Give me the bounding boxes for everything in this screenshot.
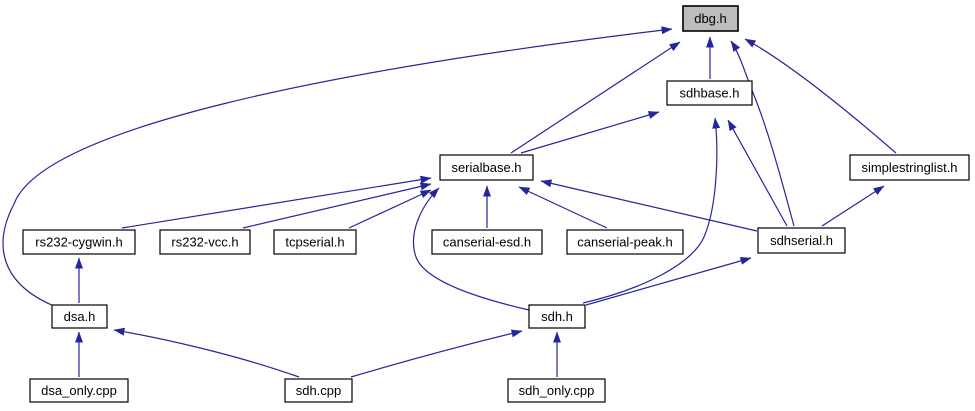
edge-canserialpeak-to-serialbase bbox=[518, 186, 608, 229]
node-label-sdhserial: sdhserial.h bbox=[770, 233, 833, 248]
node-box-dsa[interactable] bbox=[51, 304, 108, 329]
node-box-sdhserial[interactable] bbox=[757, 227, 846, 254]
edge-simplestringlist-to-dbg bbox=[744, 38, 897, 154]
edge-sdh-to-sdhserial bbox=[585, 257, 752, 306]
node-sdhonly[interactable]: sdh_only.cpp bbox=[507, 378, 606, 403]
edge-sdhserial-to-serialbase bbox=[540, 179, 758, 232]
node-label-dbg: dbg.h bbox=[694, 11, 727, 26]
node-dbg: dbg.h bbox=[682, 5, 739, 32]
node-canserialpeak[interactable]: canserial-peak.h bbox=[566, 229, 684, 255]
nodes-layer: dbg.h sdhbase.h serialbase.h simplestringli… bbox=[22, 5, 970, 403]
node-box-dsaonly[interactable] bbox=[29, 378, 129, 403]
node-sdhcpp[interactable]: sdh.cpp bbox=[284, 378, 353, 403]
edge-sdhcpp-to-sdh bbox=[350, 329, 523, 378]
node-serialbase[interactable]: serialbase.h bbox=[439, 154, 534, 181]
node-box-simplestringlist[interactable] bbox=[849, 154, 970, 181]
node-label-rs232cygwin: rs232-cygwin.h bbox=[35, 235, 122, 250]
node-label-canserialpeak: canserial-peak.h bbox=[577, 235, 672, 250]
node-box-sdh[interactable] bbox=[528, 304, 586, 329]
node-label-sdhonly: sdh_only.cpp bbox=[519, 383, 595, 398]
node-label-serialbase: serialbase.h bbox=[451, 160, 521, 175]
node-sdh[interactable]: sdh.h bbox=[528, 304, 586, 329]
node-box-canserialesd[interactable] bbox=[431, 229, 543, 255]
node-label-sdhbase: sdhbase.h bbox=[680, 86, 740, 101]
node-canserialesd[interactable]: canserial-esd.h bbox=[431, 229, 543, 255]
node-label-simplestringlist: simplestringlist.h bbox=[861, 160, 957, 175]
node-dsaonly[interactable]: dsa_only.cpp bbox=[29, 378, 129, 403]
node-box-sdhonly[interactable] bbox=[507, 378, 606, 403]
edge-sdhcpp-to-dsa bbox=[113, 327, 300, 378]
edge-sdhserial-to-sdhbase bbox=[727, 119, 788, 227]
node-dsa[interactable]: dsa.h bbox=[51, 304, 108, 329]
edge-rs232cygwin-to-serialbase bbox=[121, 175, 432, 229]
node-label-rs232vcc: rs232-vcc.h bbox=[171, 235, 238, 250]
node-label-sdh: sdh.h bbox=[541, 309, 573, 324]
node-label-tcpserial: tcpserial.h bbox=[285, 235, 344, 250]
node-sdhserial[interactable]: sdhserial.h bbox=[757, 227, 846, 254]
edge-serialbase-to-dbg bbox=[510, 41, 681, 154]
node-box-canserialpeak[interactable] bbox=[566, 229, 684, 255]
node-box-sdhbase[interactable] bbox=[666, 80, 753, 106]
edges-layer bbox=[2, 26, 897, 378]
node-box-tcpserial[interactable] bbox=[273, 229, 357, 255]
node-simplestringlist[interactable]: simplestringlist.h bbox=[849, 154, 970, 181]
node-rs232vcc[interactable]: rs232-vcc.h bbox=[159, 229, 251, 255]
node-label-dsaonly: dsa_only.cpp bbox=[41, 383, 117, 398]
node-box-rs232vcc[interactable] bbox=[159, 229, 251, 255]
edge-dsa-to-dbg bbox=[2, 26, 673, 307]
node-box-serialbase[interactable] bbox=[439, 154, 534, 181]
node-box-dbg bbox=[682, 5, 739, 32]
edge-sdhserial-to-dbg bbox=[730, 40, 795, 227]
edge-serialbase-to-sdhbase bbox=[520, 111, 660, 154]
node-label-canserialesd: canserial-esd.h bbox=[443, 235, 531, 250]
node-label-dsa: dsa.h bbox=[64, 309, 96, 324]
edge-sdhserial-to-simplestringlist bbox=[821, 185, 885, 227]
edge-rs232vcc-to-serialbase bbox=[242, 182, 432, 229]
edge-sdh-to-sdhbase bbox=[582, 117, 721, 304]
node-label-sdhcpp: sdh.cpp bbox=[296, 383, 342, 398]
node-rs232cygwin[interactable]: rs232-cygwin.h bbox=[22, 229, 136, 255]
node-box-rs232cygwin[interactable] bbox=[22, 229, 136, 255]
node-tcpserial[interactable]: tcpserial.h bbox=[273, 229, 357, 255]
edge-sdh-to-serialbase bbox=[412, 187, 530, 311]
node-sdhbase[interactable]: sdhbase.h bbox=[666, 80, 753, 106]
node-box-sdhcpp[interactable] bbox=[284, 378, 353, 403]
edge-tcpserial-to-serialbase bbox=[348, 189, 432, 229]
